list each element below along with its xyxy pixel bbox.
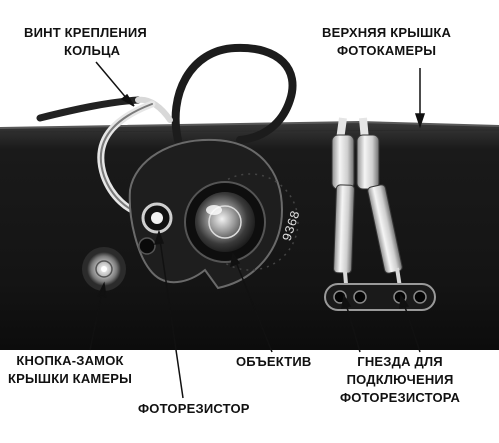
label-lock-button: КНОПКА-ЗАМОК КРЫШКИ КАМЕРЫ bbox=[8, 352, 132, 388]
label-top-cover-line1: ВЕРХНЯЯ КРЫШКА bbox=[322, 25, 452, 40]
lens bbox=[184, 181, 266, 263]
label-top-cover-line2: ФОТОКАМЕРЫ bbox=[336, 43, 437, 58]
socket-plate bbox=[324, 283, 436, 311]
label-sockets-line1: ГНЕЗДА ДЛЯ bbox=[357, 354, 443, 369]
leader-lines bbox=[89, 61, 426, 399]
label-ring-screw-line1: ВИНТ КРЕПЛЕНИЯ bbox=[24, 25, 147, 40]
label-sockets: ГНЕЗДА ДЛЯ ПОДКЛЮЧЕНИЯ ФОТОРЕЗИСТОРА bbox=[340, 353, 460, 407]
photoresistor bbox=[138, 202, 173, 255]
label-photoresistor-text: ФОТОРЕЗИСТОР bbox=[138, 401, 250, 416]
label-photoresistor: ФОТОРЕЗИСТОР bbox=[138, 400, 250, 418]
label-lock-button-line2: КРЫШКИ КАМЕРЫ bbox=[8, 371, 133, 386]
label-objective: ОБЪЕКТИВ bbox=[236, 353, 311, 371]
lock-button bbox=[82, 247, 126, 291]
label-ring-screw-line2: КОЛЬЦА bbox=[64, 43, 121, 58]
label-ring-screw: ВИНТ КРЕПЛЕНИЯ КОЛЬЦА bbox=[24, 24, 147, 60]
label-sockets-line2: ПОДКЛЮЧЕНИЯ bbox=[346, 372, 454, 387]
label-objective-text: ОБЪЕКТИВ bbox=[236, 354, 312, 369]
label-lock-button-line1: КНОПКА-ЗАМОК bbox=[16, 353, 124, 368]
label-sockets-line3: ФОТОРЕЗИСТОРА bbox=[340, 390, 461, 405]
ring-clip bbox=[97, 100, 156, 218]
label-top-cover: ВЕРХНЯЯ КРЫШКА ФОТОКАМЕРЫ bbox=[322, 24, 451, 60]
